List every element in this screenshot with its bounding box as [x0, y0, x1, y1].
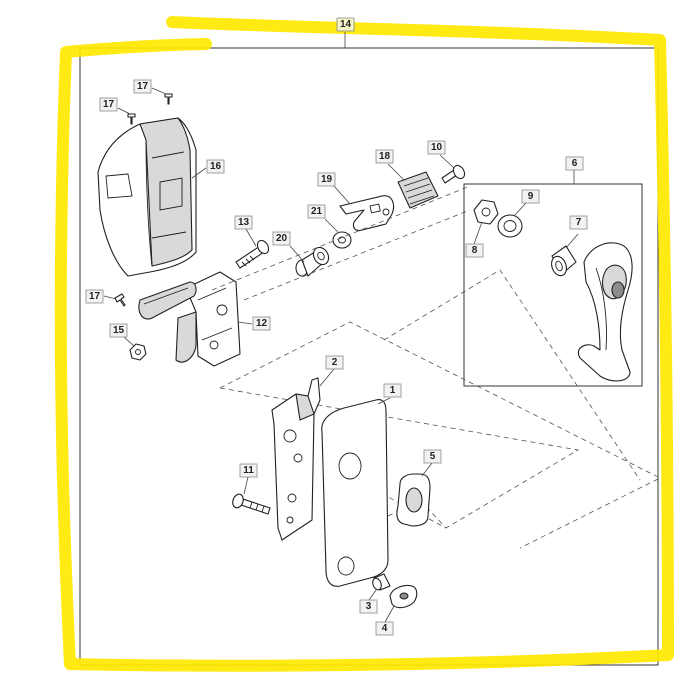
callout-1[interactable]: 1 — [377, 383, 402, 405]
part-18-clip-plate — [397, 171, 439, 209]
callout-6[interactable]: 6 — [565, 156, 584, 184]
part-4-grommet — [389, 584, 418, 609]
svg-text:13: 13 — [238, 217, 250, 228]
svg-text:17: 17 — [89, 291, 101, 302]
svg-text:20: 20 — [276, 233, 288, 244]
callout-12[interactable]: 12 — [237, 316, 271, 331]
callout-20[interactable]: 20 — [272, 231, 305, 263]
subassembly-6-handle-kit — [463, 183, 643, 387]
part-13-bolt — [235, 239, 270, 269]
callout-2[interactable]: 2 — [319, 355, 344, 387]
callout-19[interactable]: 19 — [317, 172, 351, 205]
part-2-mounting-bracket — [271, 377, 321, 541]
callout-4[interactable]: 4 — [375, 605, 395, 636]
part-15-nut — [129, 343, 147, 361]
svg-text:1: 1 — [390, 385, 396, 396]
callout-14[interactable]: 14 — [336, 17, 355, 48]
svg-text:19: 19 — [321, 174, 333, 185]
callout-17-c[interactable]: 17 — [85, 289, 117, 304]
part-11-bolt — [232, 493, 271, 515]
part-5-gasket — [396, 473, 431, 527]
svg-text:18: 18 — [379, 151, 391, 162]
svg-text:17: 17 — [103, 99, 115, 110]
part-10-screw — [441, 164, 466, 184]
svg-text:9: 9 — [528, 191, 534, 202]
svg-text:14: 14 — [340, 19, 352, 30]
callout-5[interactable]: 5 — [421, 449, 442, 477]
callout-16[interactable]: 16 — [191, 159, 225, 179]
svg-text:15: 15 — [113, 325, 125, 336]
assembly-guide-lines — [211, 185, 661, 549]
part-17-screw-b — [127, 113, 136, 125]
part-20-bushing — [295, 246, 330, 277]
callout-10[interactable]: 10 — [427, 140, 455, 169]
svg-text:4: 4 — [382, 623, 388, 634]
svg-text:7: 7 — [576, 217, 582, 228]
part-1-cover-plate — [321, 399, 389, 587]
callout-18[interactable]: 18 — [375, 149, 405, 181]
callout-7[interactable]: 7 — [565, 215, 588, 249]
callout-17-a[interactable]: 17 — [133, 79, 167, 95]
part-16-housing-cover — [97, 117, 197, 277]
svg-text:17: 17 — [137, 81, 149, 92]
callout-15[interactable]: 15 — [109, 323, 135, 347]
svg-text:12: 12 — [256, 318, 268, 329]
callout-11[interactable]: 11 — [239, 463, 258, 495]
callout-13[interactable]: 13 — [234, 215, 257, 247]
part-21-washer — [332, 231, 352, 249]
callout-17-b[interactable]: 17 — [99, 97, 131, 115]
part-12-latch-mechanism — [138, 271, 241, 367]
svg-text:2: 2 — [332, 357, 338, 368]
yellow-highlight-marker — [54, 16, 674, 672]
callout-9[interactable]: 9 — [513, 189, 540, 217]
svg-text:6: 6 — [572, 158, 578, 169]
part-3-spacer — [372, 573, 391, 591]
svg-text:8: 8 — [472, 245, 478, 256]
svg-text:16: 16 — [210, 161, 222, 172]
callout-3[interactable]: 3 — [359, 589, 378, 614]
svg-text:5: 5 — [430, 451, 436, 462]
callout-21[interactable]: 21 — [307, 204, 339, 233]
svg-text:10: 10 — [431, 142, 443, 153]
svg-text:21: 21 — [311, 206, 323, 217]
callout-8[interactable]: 8 — [465, 221, 484, 258]
part-17-screw-c — [114, 293, 126, 307]
part-19-clamp-bracket — [339, 195, 395, 232]
svg-text:11: 11 — [243, 465, 254, 476]
part-17-screw-a — [164, 93, 173, 105]
svg-text:3: 3 — [366, 601, 372, 612]
